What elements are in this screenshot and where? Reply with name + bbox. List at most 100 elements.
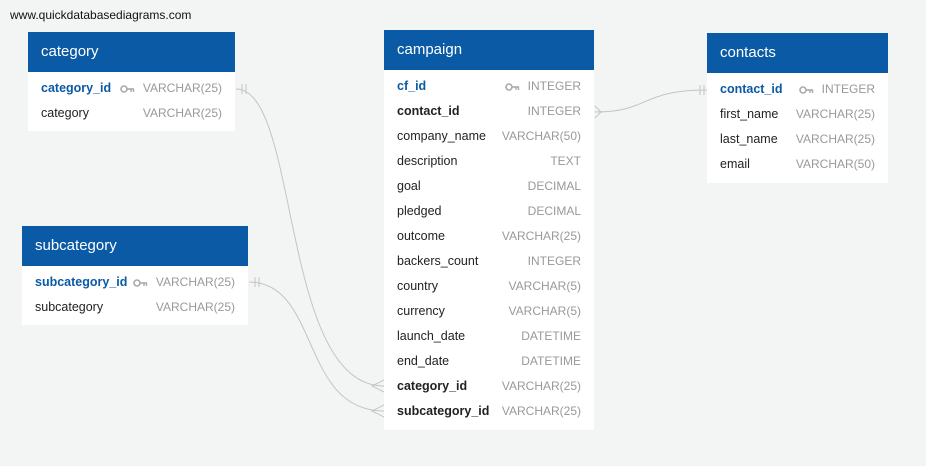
field-type-label: VARCHAR(25) [142,106,222,120]
field-row[interactable]: category VARCHAR(25) [28,101,235,126]
field-row[interactable]: category_id VARCHAR(25) [28,76,235,101]
field-name: goal [397,179,421,193]
field-type-label: INTEGER [527,79,581,93]
field-name: end_date [397,354,450,368]
field-type-label: VARCHAR(25) [795,107,875,121]
field-type-label: DATETIME [521,354,581,368]
field-row[interactable]: subcategory_id VARCHAR(25) [22,270,248,295]
field-type: VARCHAR(25) [796,127,875,152]
field-name: launch_date [397,329,466,343]
field-name: category_id [41,81,112,95]
field-type: VARCHAR(25) [502,224,581,249]
field-type-label: DECIMAL [527,204,581,218]
table-header[interactable]: category [28,32,235,72]
field-name: subcategory_id [35,275,128,289]
field-type-label: VARCHAR(50) [795,157,875,171]
field-row[interactable]: email VARCHAR(50) [707,152,888,177]
field-type-label: VARCHAR(50) [501,129,581,143]
field-type: INTEGER [798,77,875,102]
field-name: subcategory [35,300,104,314]
field-name: outcome [397,229,445,243]
field-type: VARCHAR(25) [143,101,222,126]
field-type-label: VARCHAR(25) [501,229,581,243]
field-type: VARCHAR(25) [120,76,222,101]
field-name: category [41,106,89,120]
field-name: email [720,157,750,171]
field-type: VARCHAR(25) [502,374,581,399]
table-header[interactable]: subcategory [22,226,248,266]
field-row[interactable]: cf_id INTEGER [384,74,594,99]
field-row[interactable]: end_date DATETIME [384,349,594,374]
field-type: VARCHAR(5) [509,274,581,299]
field-type: VARCHAR(25) [133,270,235,295]
field-type-label: VARCHAR(25) [501,404,581,418]
field-row[interactable]: country VARCHAR(5) [384,274,594,299]
field-type-label: DATETIME [521,329,581,343]
key-icon [798,85,814,94]
field-type-label: VARCHAR(25) [795,132,875,146]
field-type-label: VARCHAR(5) [508,304,581,318]
field-type: DECIMAL [528,199,581,224]
field-row[interactable]: description TEXT [384,149,594,174]
field-type-label: INTEGER [821,82,875,96]
field-name: subcategory_id [397,404,490,418]
field-type: VARCHAR(25) [502,399,581,424]
field-row[interactable]: subcategory VARCHAR(25) [22,295,248,320]
watermark: www.quickdatabasediagrams.com [10,8,192,22]
field-row[interactable]: launch_date DATETIME [384,324,594,349]
field-type: VARCHAR(25) [156,295,235,320]
field-type-label: VARCHAR(25) [155,275,235,289]
field-row[interactable]: currency VARCHAR(5) [384,299,594,324]
field-type-label: VARCHAR(25) [142,81,222,95]
field-row[interactable]: first_name VARCHAR(25) [707,102,888,127]
field-type-label: INTEGER [527,254,581,268]
field-type: INTEGER [528,249,581,274]
field-row[interactable]: outcome VARCHAR(25) [384,224,594,249]
field-name: last_name [720,132,778,146]
field-name: category_id [397,379,468,393]
field-type: VARCHAR(25) [796,102,875,127]
field-name: contact_id [397,104,460,118]
field-type-label: TEXT [550,154,581,168]
relation-subcategory-campaign [248,281,385,412]
field-row[interactable]: contact_id INTEGER [707,77,888,102]
field-type: VARCHAR(50) [796,152,875,177]
field-row[interactable]: goal DECIMAL [384,174,594,199]
field-row[interactable]: pledged DECIMAL [384,199,594,224]
field-name: currency [397,304,445,318]
field-type: TEXT [550,149,581,174]
field-type-label: VARCHAR(25) [501,379,581,393]
field-type: VARCHAR(5) [509,299,581,324]
field-name: cf_id [397,79,427,93]
field-type-label: DECIMAL [527,179,581,193]
key-icon [133,278,148,287]
field-row[interactable]: backers_count INTEGER [384,249,594,274]
field-name: description [397,154,458,168]
field-name: first_name [720,107,779,121]
field-type: VARCHAR(50) [502,124,581,149]
field-name: backers_count [397,254,479,268]
table-header[interactable]: contacts [707,33,888,73]
field-row[interactable]: category_id VARCHAR(25) [384,374,594,399]
field-row[interactable]: last_name VARCHAR(25) [707,127,888,152]
field-type-label: VARCHAR(5) [508,279,581,293]
field-name: pledged [397,204,442,218]
relation-campaign-contacts [594,89,708,113]
field-type: INTEGER [504,74,581,99]
relation-category-campaign [235,88,385,387]
field-type: DATETIME [521,349,581,374]
field-name: contact_id [720,82,783,96]
field-name: country [397,279,438,293]
table-header[interactable]: campaign [384,30,594,70]
field-type-label: INTEGER [527,104,581,118]
field-type: DECIMAL [528,174,581,199]
field-row[interactable]: subcategory_id VARCHAR(25) [384,399,594,424]
field-row[interactable]: contact_id INTEGER [384,99,594,124]
field-type-label: VARCHAR(25) [155,300,235,314]
